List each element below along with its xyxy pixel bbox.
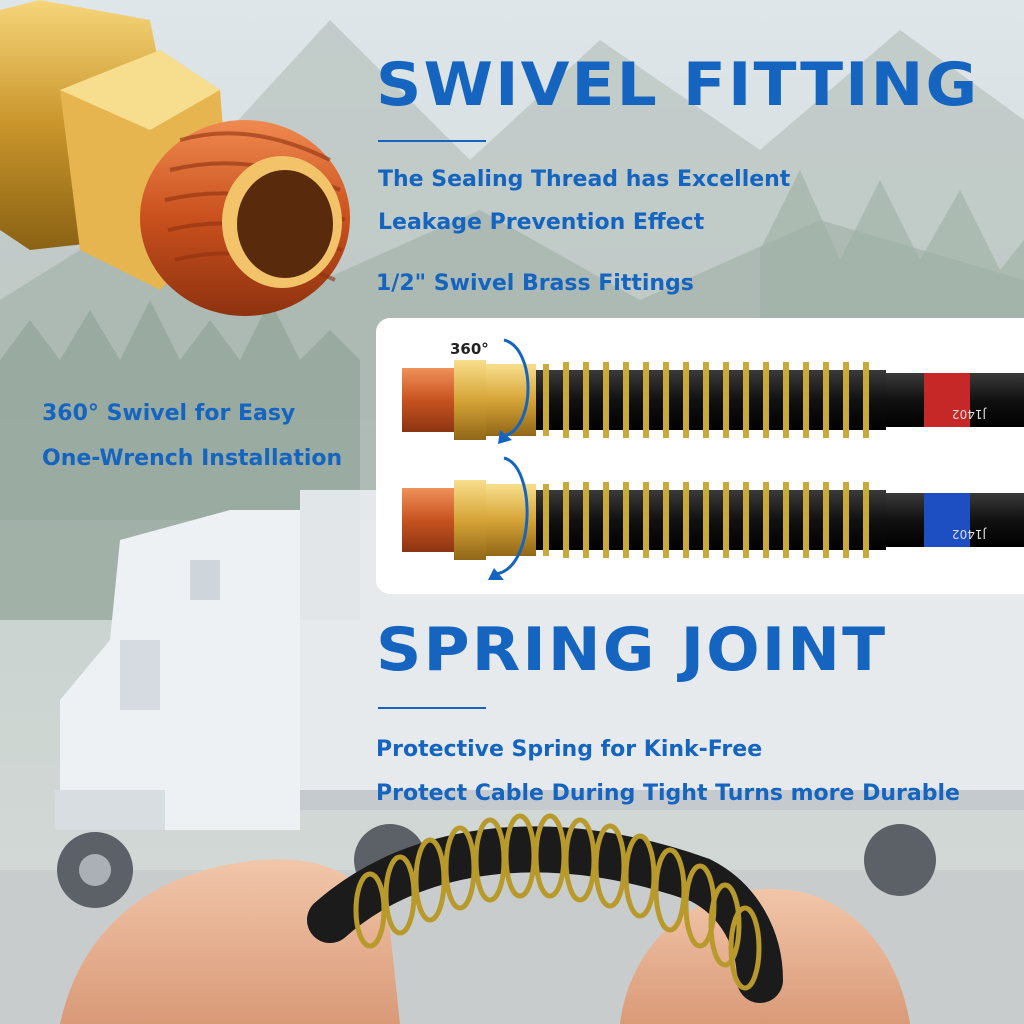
swivel-caption-line-2: One-Wrench Installation [42,446,343,471]
spring-text-1: Protective Spring for Kink-Free [376,737,763,762]
title-underline [378,140,486,142]
spring-joint-title: SPRING JOINT [376,615,888,685]
hose-fittings-diagram: J1402 J1402 [402,338,1024,580]
rotation-degree-label: 360° [450,340,489,358]
fitting-red-band: J1402 [402,360,1024,440]
rotation-arrow-icon [495,338,530,576]
svg-text:J1402: J1402 [952,407,987,421]
sealing-thread-text-1: The Sealing Thread has Excellent [378,167,791,192]
spring-title-underline [378,707,486,709]
swivel-caption-line-1: 360° Swivel for Easy [42,401,296,426]
svg-text:J1402: J1402 [952,527,987,541]
sealing-thread-text-2: Leakage Prevention Effect [378,210,705,235]
swivel-fitting-title: SWIVEL FITTING [376,50,980,120]
brass-fittings-size-text: 1/2" Swivel Brass Fittings [376,271,694,296]
fitting-blue-band: J1402 [402,480,1024,560]
spring-text-2: Protect Cable During Tight Turns more Du… [376,781,960,806]
